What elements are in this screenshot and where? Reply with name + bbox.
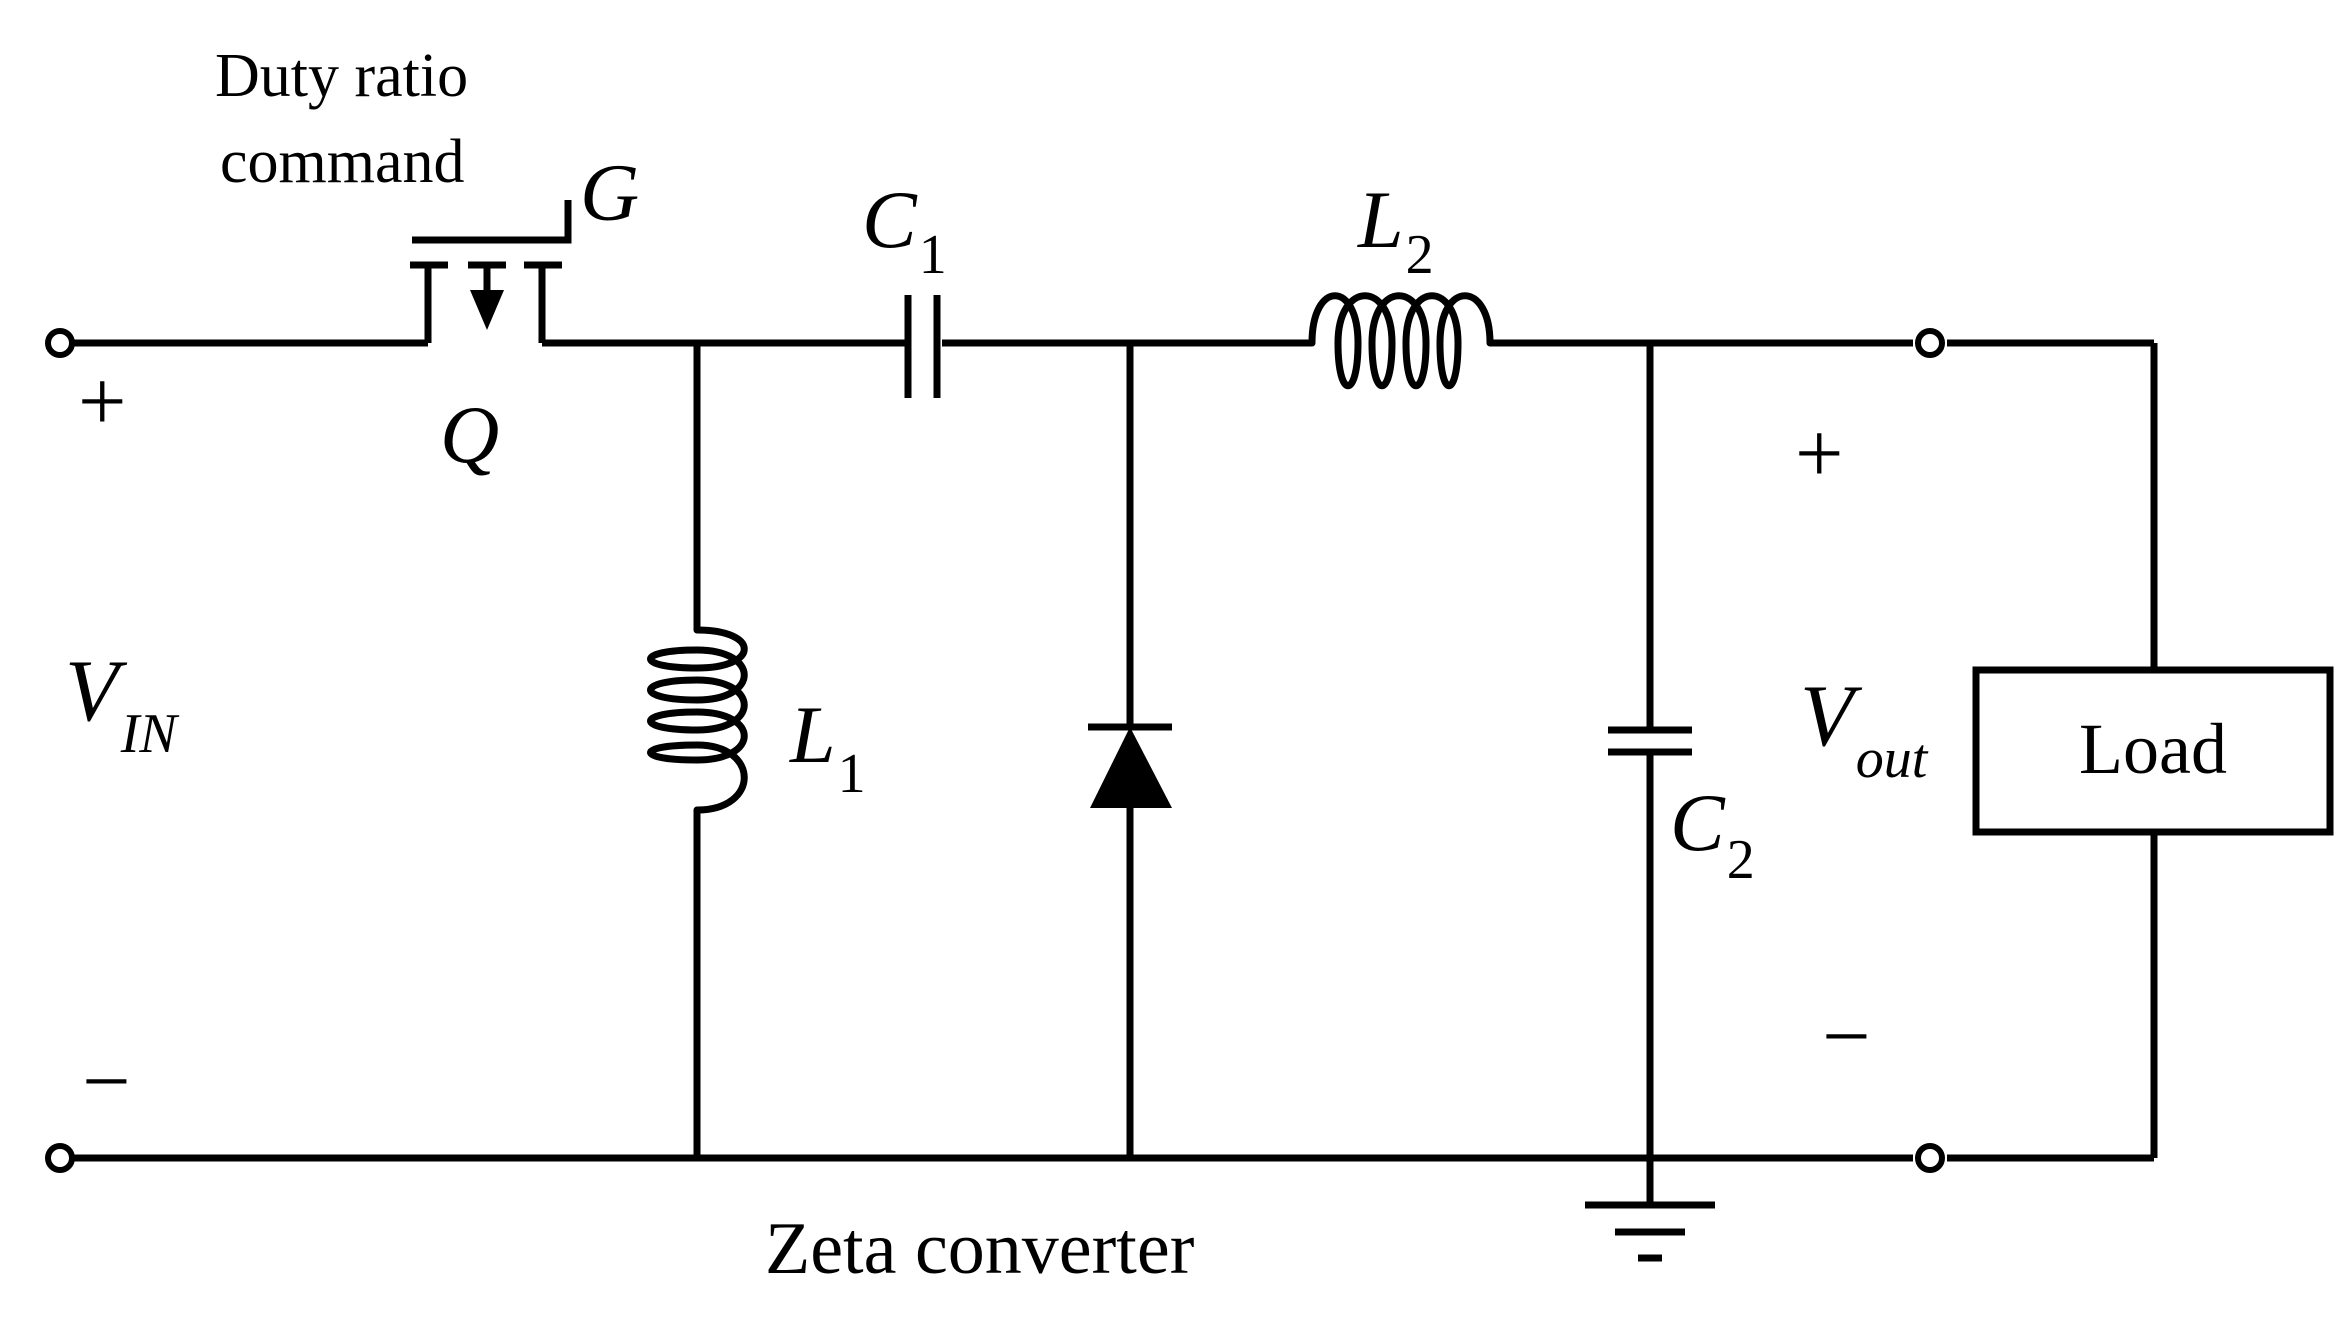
- input-plus-terminal: [45, 328, 75, 358]
- switch-q-label: Q: [440, 389, 499, 480]
- l2-label: L2: [1357, 174, 1434, 286]
- output-plus-sign: +: [1795, 405, 1844, 501]
- inductor-l2: [1308, 292, 1494, 390]
- capacitor-c1: [904, 295, 941, 398]
- vin-label: VIN: [65, 643, 179, 765]
- duty-ratio-label-line1: Duty ratio: [215, 42, 468, 110]
- diode: [1088, 723, 1172, 808]
- gate-label: G: [580, 147, 639, 238]
- inductor-l1: [647, 626, 748, 814]
- capacitor-c2: [1608, 726, 1692, 756]
- output-minus-sign: −: [1822, 988, 1871, 1084]
- c1-label: C1: [862, 174, 947, 286]
- vout-label: Vout: [1800, 668, 1929, 790]
- load-label: Load: [2079, 709, 2227, 789]
- diagram-caption: Zeta converter: [765, 1208, 1194, 1290]
- duty-ratio-label-line2: command: [220, 128, 465, 196]
- output-minus-terminal: [1915, 1143, 1945, 1173]
- c2-label: C2: [1670, 777, 1755, 891]
- input-minus-terminal: [45, 1143, 75, 1173]
- mosfet-switch-q: [410, 200, 572, 343]
- ground-symbol: [1585, 1201, 1715, 1262]
- l1-label: L1: [789, 689, 866, 805]
- input-minus-sign: −: [82, 1033, 131, 1129]
- input-plus-sign: +: [78, 353, 127, 449]
- output-plus-terminal: [1915, 328, 1945, 358]
